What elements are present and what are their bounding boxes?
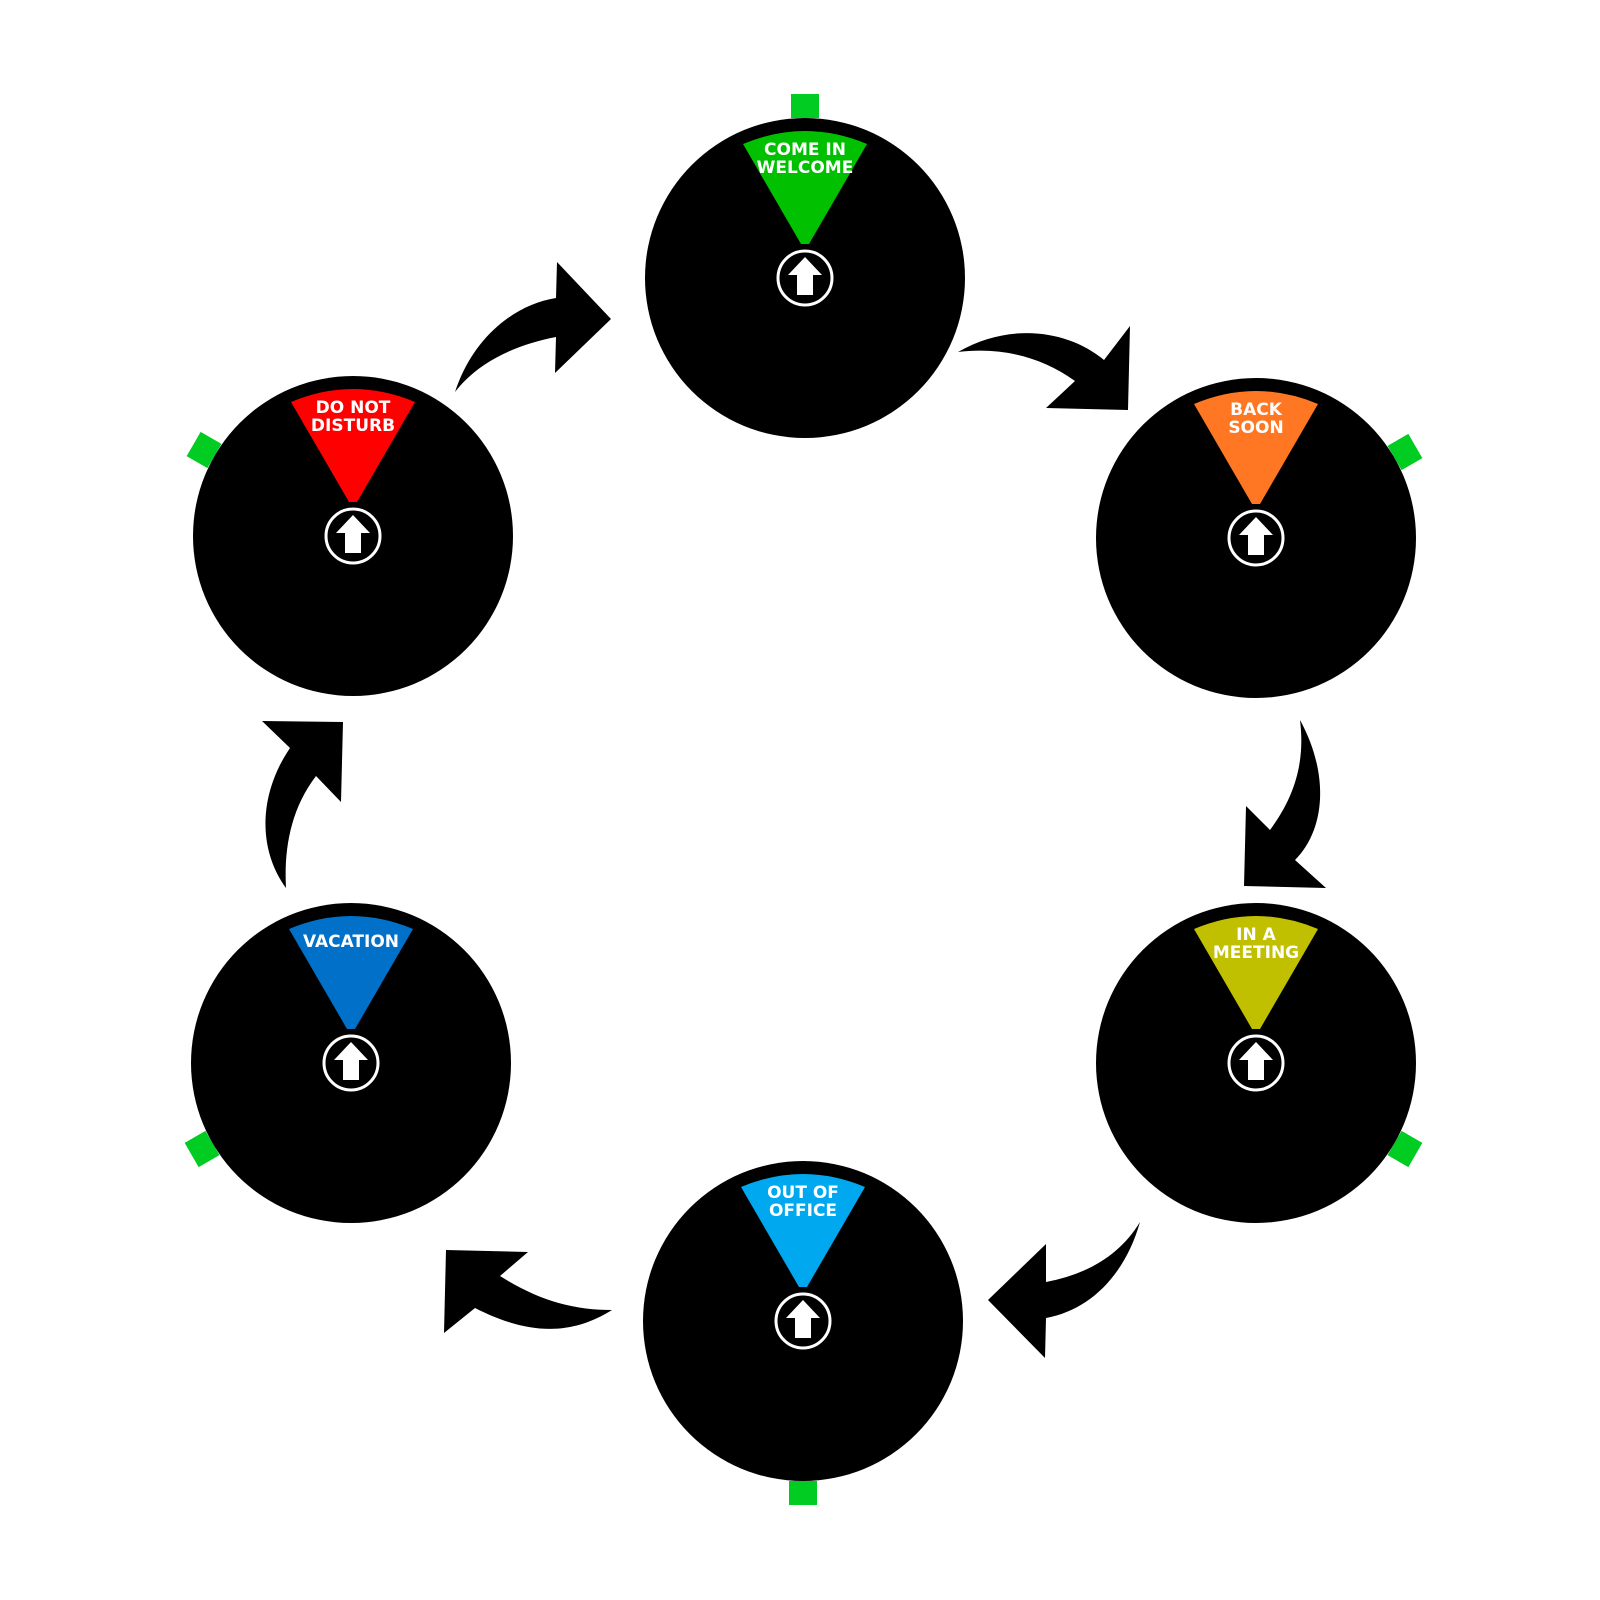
dial-tab [184,1130,220,1168]
dial-tab [789,1481,817,1505]
dial-tab [791,94,819,118]
status-wedge [741,1174,865,1287]
status-label-line: WELCOME [757,158,854,178]
up-arrow-icon [774,1292,832,1350]
status-label-line: COME IN [764,140,846,160]
up-arrow-icon [324,507,382,565]
up-arrow-icon [1227,1034,1285,1092]
status-wedge [743,131,867,244]
curved-arrow-icon [988,1222,1140,1358]
status-label-line: DISTURB [311,416,395,436]
status-wedge [289,916,413,1029]
status-label-line: SOON [1228,418,1283,438]
status-wedge [1194,391,1318,504]
status-label-line: MEETING [1213,943,1299,963]
cycle-arrows [262,262,1326,1358]
status-dial-vacation: VACATION [184,903,511,1223]
dial-tab [186,431,222,469]
status-wedge [291,389,415,502]
status-label-line: OFFICE [769,1201,837,1221]
status-wedge [1194,916,1318,1029]
dial-tab [1387,1130,1423,1168]
up-arrow-icon [322,1034,380,1092]
status-label-line: VACATION [303,932,399,952]
status-label-line: BACK [1230,400,1283,420]
status-label-line: DO NOT [316,398,391,418]
up-arrow-icon [1227,509,1285,567]
curved-arrow-icon [455,262,611,392]
dial-tab [1387,433,1423,471]
curved-arrow-icon [1244,720,1326,888]
up-arrow-icon [776,249,834,307]
status-label-line: IN A [1236,925,1276,945]
curved-arrow-icon [262,721,343,888]
curved-arrow-icon [958,326,1130,410]
status-label-line: OUT OF [767,1183,839,1203]
curved-arrow-icon [444,1250,612,1333]
